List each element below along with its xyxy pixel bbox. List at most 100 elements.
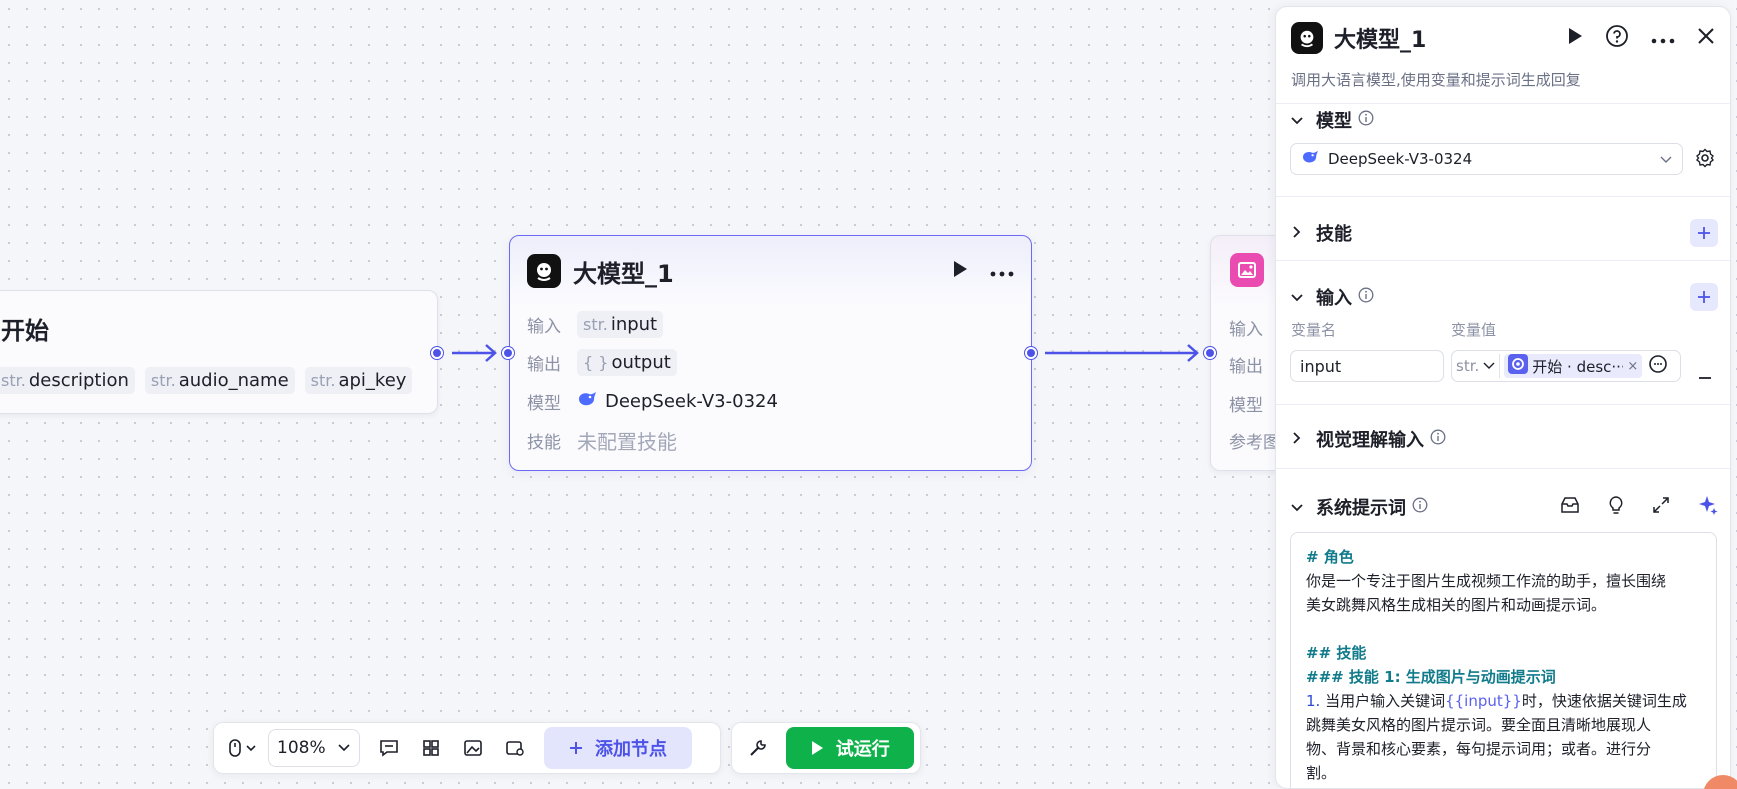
model-section [1276,103,1730,203]
llm-node-input-port[interactable] [502,347,514,359]
info-icon[interactable] [1430,429,1446,449]
run-node-icon[interactable] [952,260,968,282]
panel-description: 调用大语言模型,使用变量和提示词生成回复 [1291,71,1581,89]
image-node-ref-label: 参考图 [1229,433,1280,453]
test-run-label: 试运行 [835,739,890,760]
var-name-input[interactable]: input [1290,350,1444,382]
output-tag-description: str.description [0,367,135,394]
info-icon[interactable] [1358,287,1374,307]
var-reference-text: 开始 · desc··· [1532,357,1624,376]
chevron-down-icon[interactable] [1290,111,1304,130]
input-section-title: 输入 [1316,288,1352,309]
info-icon[interactable] [1412,497,1428,517]
more-icon[interactable] [1651,29,1675,48]
run-icon[interactable] [1567,27,1583,49]
start-node-output-port[interactable] [431,347,443,359]
var-value-field[interactable]: str. 开始 · desc··· × [1451,350,1681,382]
chevron-down-icon[interactable] [1290,498,1304,517]
add-node-label: 添加节点 [595,739,667,760]
model-settings-icon[interactable] [1695,148,1715,172]
run-toolbar: 试运行 [731,722,921,774]
zoom-value: 108% [277,738,326,758]
add-skill-button[interactable] [1690,219,1718,247]
chevron-right-icon[interactable] [1290,224,1304,243]
system-prompt-editor[interactable]: # 角色 你是一个专注于图片生成视频工作流的助手，擅长围绕 美女跳舞风格生成相关… [1290,532,1717,788]
llm-skill-value: 未配置技能 [577,430,677,454]
model-select-value: DeepSeek-V3-0324 [1328,150,1473,168]
add-node-button[interactable]: 添加节点 [544,727,692,769]
debug-icon[interactable] [738,728,778,768]
deepseek-icon [1301,150,1319,168]
prompt-line: 跳舞美女风格的图片提示词。要全面且清晰地展现人 [1306,716,1652,734]
var-reference-chip[interactable]: 开始 · desc··· × [1504,354,1643,378]
vision-section [1276,404,1730,405]
comment-icon[interactable] [368,728,410,768]
plus-icon [570,742,582,754]
info-icon[interactable] [1358,110,1374,130]
llm-logo-icon [527,254,561,288]
more-icon[interactable] [990,262,1014,281]
start-node-icon [1508,354,1529,378]
ai-optimize-icon[interactable] [1698,495,1718,519]
close-icon[interactable] [1697,27,1715,49]
panel-title[interactable]: 大模型_1 [1334,28,1427,53]
start-node-outputs: str.description str.audio_name str.api_k… [0,367,413,394]
input-section [1276,260,1730,261]
layout-icon[interactable] [410,728,452,768]
chevron-down-icon[interactable] [1290,288,1304,307]
add-input-button[interactable] [1690,283,1718,311]
image-node-input-port[interactable] [1204,347,1216,359]
zoom-select[interactable]: 108% [268,729,360,767]
prompt-heading-role: # 角色 [1306,548,1354,566]
llm-node[interactable]: 大模型_1 输入 str.input 输出 { }output 模型 DeepS… [509,235,1032,471]
llm-node-output-port[interactable] [1025,347,1037,359]
image-node-model-label: 模型 [1229,396,1263,416]
start-node-title: 开始 [1,317,49,345]
chevron-down-icon [1483,362,1495,369]
start-node[interactable]: 开始 str.description str.audio_name str.ap… [0,290,438,414]
model-select[interactable]: DeepSeek-V3-0324 [1290,143,1683,175]
help-icon[interactable] [1605,24,1629,52]
test-run-button[interactable]: 试运行 [785,727,914,769]
llm-model-label: 模型 [527,394,561,414]
prompt-line: 你是一个专注于图片生成视频工作流的助手，擅长围绕 [1306,572,1667,590]
chevron-down-icon [338,744,350,752]
interaction-mode-button[interactable] [220,728,264,768]
image-node-input-label: 输入 [1229,320,1263,340]
workflow-canvas[interactable]: 开始 str.description str.audio_name str.ap… [0,0,1290,789]
prompt-line: 1. 当用户输入关键词{{input}}时，快速依据关键词生成 [1306,692,1687,710]
node-config-panel: 大模型_1 调用大语言模型,使用变量和提示词生成回复 模型 DeepSeek-V… [1275,6,1731,789]
assistant-float-button[interactable] [1703,775,1737,789]
clear-icon[interactable]: × [1627,358,1639,374]
var-value-header: 变量值 [1451,321,1497,339]
remove-input-icon[interactable] [1698,365,1712,384]
var-type-select[interactable]: str. [1456,354,1501,378]
prompt-library-icon[interactable] [1560,496,1580,518]
bulb-icon[interactable] [1608,495,1624,519]
image-node-output-label: 输出 [1229,357,1263,377]
model-section-title: 模型 [1316,111,1352,132]
llm-logo-icon [1291,22,1323,54]
variable-picker-icon[interactable] [1648,354,1668,378]
vision-section-title: 视觉理解输入 [1316,430,1424,451]
prompt-line: 物、背景和核心要素，每句提示词用；或者。进行分 [1306,740,1652,758]
llm-output-label: 输出 [527,355,561,375]
image-gen-icon [1230,253,1264,287]
expand-icon[interactable] [1652,496,1670,518]
snapshot-icon[interactable] [494,728,536,768]
skill-section-title: 技能 [1316,224,1352,245]
llm-input-label: 输入 [527,317,561,337]
prompt-heading-skills: ## 技能 [1306,644,1367,662]
output-tag-api-key: str.api_key [304,367,413,394]
output-tag-audio-name: str.audio_name [144,367,295,394]
connection-lines [452,344,1199,362]
llm-node-title: 大模型_1 [573,259,674,288]
minimap-icon[interactable] [452,728,494,768]
chevron-down-icon [1660,150,1672,168]
system-prompt-section [1276,468,1730,469]
chevron-right-icon[interactable] [1290,430,1304,449]
prompt-line: 割。 [1306,764,1337,782]
llm-output-tag: { }output [577,349,677,376]
prompt-line: 美女跳舞风格生成相关的图片和动画提示词。 [1306,596,1607,614]
system-prompt-title: 系统提示词 [1316,498,1406,519]
